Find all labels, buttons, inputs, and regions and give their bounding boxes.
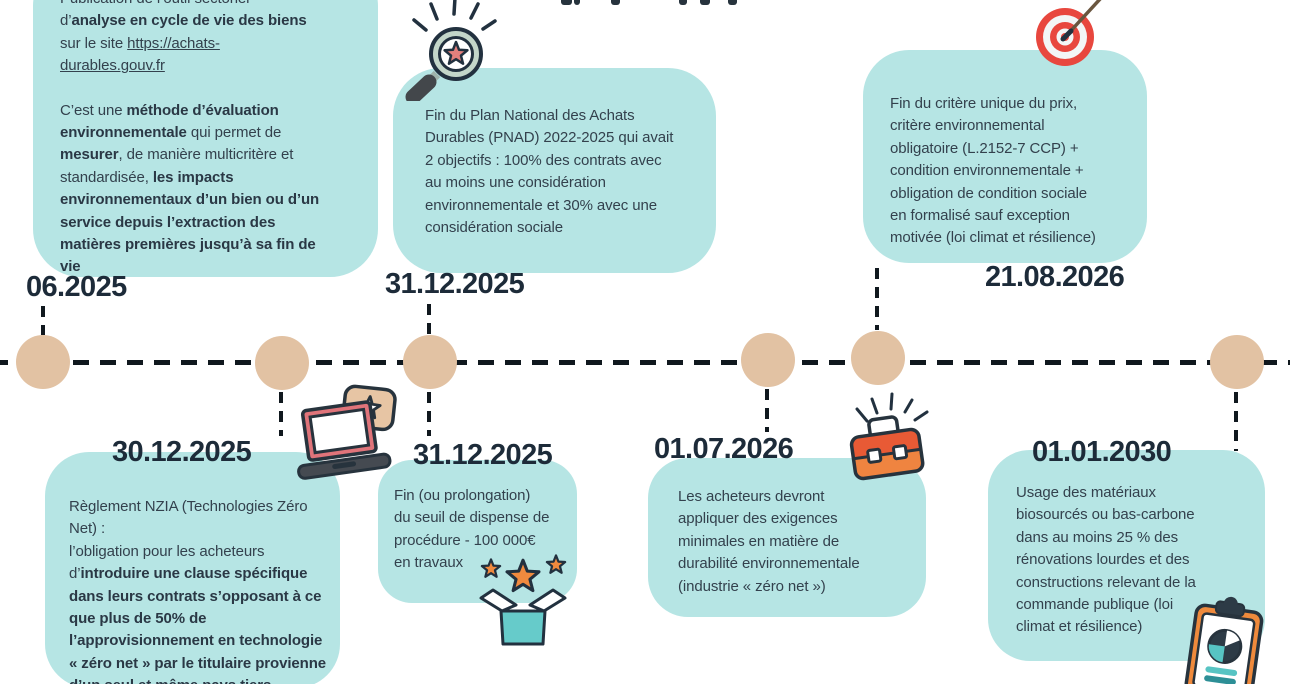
connector-dash <box>427 392 431 436</box>
connector-dash <box>41 306 45 335</box>
event-card-seuil-dispense: Fin (ou prolongation) du seuil de dispen… <box>378 460 577 603</box>
event-date: 06.2025 <box>26 271 127 303</box>
timeline-node <box>1210 335 1264 389</box>
cropped-title-fragment <box>728 0 737 5</box>
clipboard-chart-icon <box>1182 595 1276 684</box>
event-card-nzia: Règlement NZIA (Technologies Zéro Net) :… <box>45 452 340 684</box>
event-date: 30.12.2025 <box>112 436 252 468</box>
event-card-critere-prix: Fin du critère unique du prix, critère e… <box>863 50 1147 263</box>
target-dart-icon <box>1025 0 1109 78</box>
briefcase-icon <box>839 391 935 488</box>
cropped-title-fragment <box>561 0 572 5</box>
laptop-message-star-icon <box>286 380 398 489</box>
timeline-node <box>403 335 457 389</box>
magnifying-glass-star-icon <box>396 0 506 106</box>
event-card-acv: Publication de l’outil sectoriel d’analy… <box>33 0 378 277</box>
connector-dash <box>1234 392 1238 451</box>
cropped-title-fragment <box>679 0 687 5</box>
connector-dash <box>427 304 431 335</box>
event-date: 31.12.2025 <box>385 268 525 300</box>
connector-dash <box>279 392 283 436</box>
timeline-axis <box>0 360 1290 365</box>
achats-durables-link[interactable]: https://achats- durables.gouv.fr <box>60 34 220 75</box>
cropped-title-fragment <box>611 0 620 5</box>
cropped-title-fragment <box>574 0 580 5</box>
event-date: 31.12.2025 <box>413 439 553 471</box>
connector-dash <box>875 268 879 330</box>
event-date: 21.08.2026 <box>985 261 1125 293</box>
event-card-pnad: Fin du Plan National des Achats Durables… <box>393 68 716 273</box>
event-card-exigences-minimales: Les acheteurs devront appliquer des exig… <box>648 458 926 617</box>
gift-box-stars-icon <box>477 551 569 656</box>
timeline-node <box>851 331 905 385</box>
cropped-title-fragment <box>700 0 710 5</box>
timeline-node <box>16 335 70 389</box>
event-date: 01.01.2030 <box>1032 436 1172 468</box>
connector-dash <box>765 389 769 432</box>
timeline-node <box>255 336 309 390</box>
event-date: 01.07.2026 <box>654 433 794 465</box>
timeline-node <box>741 333 795 387</box>
